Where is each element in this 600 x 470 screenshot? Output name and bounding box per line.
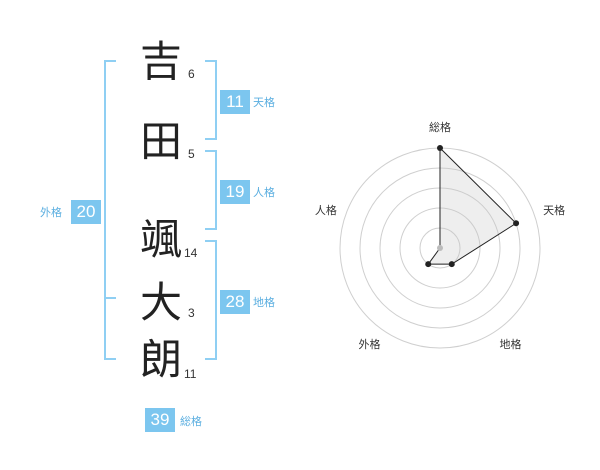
radar-axis-label-3: 地格	[500, 337, 522, 351]
radar-axis-label-1: 総格	[429, 120, 451, 134]
radar-axis-label-2: 天格	[543, 203, 565, 217]
soukaku-badge: 39	[145, 408, 175, 432]
gaikaku-badge: 20	[71, 200, 101, 224]
radar-point-1	[437, 145, 443, 151]
gaikaku-bracket	[104, 60, 116, 360]
stroke-count-2: 5	[188, 147, 195, 161]
jinkaku-label: 人格	[253, 186, 275, 199]
radar-center-point	[437, 245, 443, 251]
radar-point-4	[425, 261, 432, 268]
radar-axis-label-5: 人格	[315, 203, 337, 217]
stroke-count-1: 6	[188, 67, 195, 81]
radar-point-2	[513, 220, 520, 227]
radar-value-polygon	[427, 146, 517, 265]
jinkaku-badge: 19	[220, 180, 250, 204]
name-char-5: 朗	[139, 335, 182, 384]
radar-axis-label-4: 外格	[358, 337, 380, 351]
jinkaku-bracket	[205, 150, 217, 230]
chikaku-label: 地格	[253, 296, 275, 309]
tenkaku-bracket	[205, 60, 217, 140]
gaikaku-label: 外格	[40, 206, 62, 219]
name-char-2: 田	[139, 117, 182, 166]
gaikaku-bracket-split	[104, 297, 116, 299]
radar-point-3	[448, 261, 455, 268]
tenkaku-badge: 11	[220, 90, 250, 114]
stroke-count-5: 11	[184, 367, 197, 381]
stroke-count-3: 14	[184, 246, 198, 260]
soukaku-label: 総格	[180, 415, 202, 428]
name-char-1: 吉	[139, 37, 182, 86]
tenkaku-label: 天格	[253, 96, 275, 109]
name-char-4: 大	[139, 278, 182, 327]
chikaku-badge: 28	[220, 290, 250, 314]
chikaku-bracket	[205, 240, 217, 360]
name-char-3: 颯	[139, 215, 182, 264]
stroke-count-4: 3	[188, 306, 195, 320]
